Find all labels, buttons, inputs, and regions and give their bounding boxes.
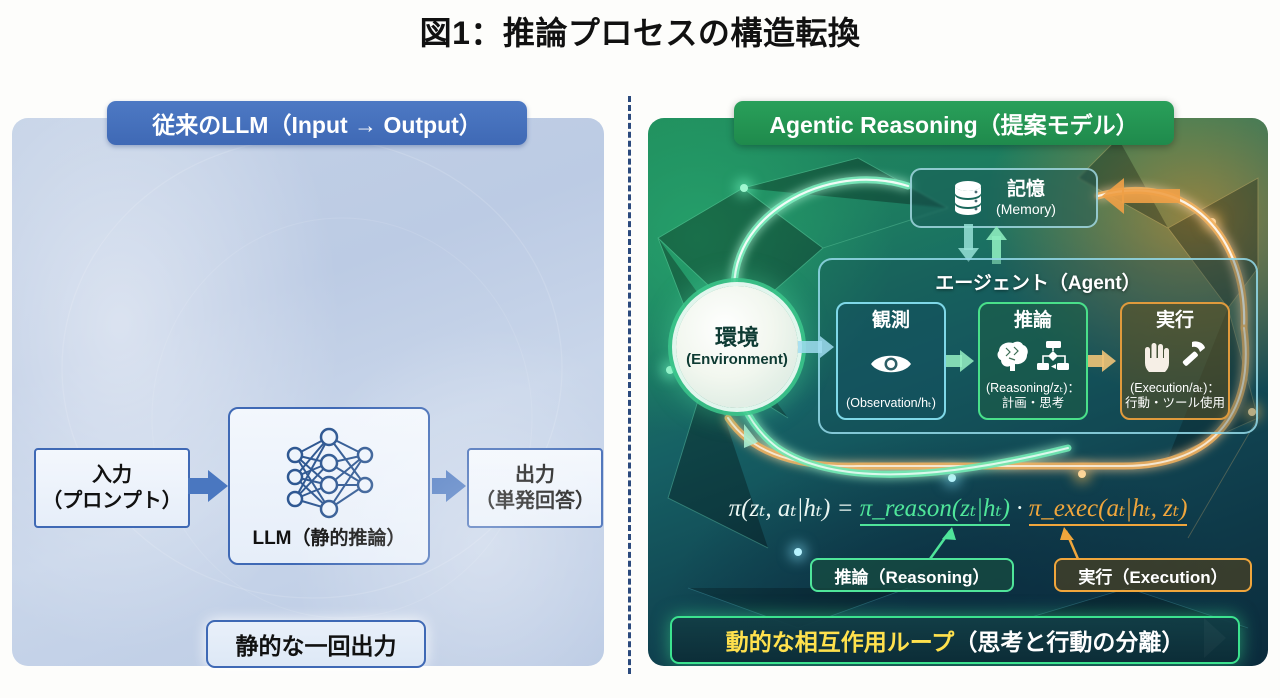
glow-node <box>1248 408 1256 416</box>
output-box: 出力 （単発回答） <box>467 448 603 528</box>
step-reasoning: 推論 <box>978 302 1088 420</box>
formula-dot: · <box>1016 495 1023 522</box>
output-label-line2: （単発回答） <box>475 490 595 512</box>
glow-node <box>1078 470 1086 478</box>
memory-label: 記憶 (Memory) <box>996 179 1056 217</box>
agent-container: エージェント（Agent） 観測 (Observation/hₜ) 推論 <box>818 258 1258 434</box>
brain-icon <box>997 341 1028 372</box>
glow-node <box>740 184 748 192</box>
agent-title: エージェント（Agent） <box>935 273 1141 294</box>
formula-callout-arrows <box>928 527 1080 560</box>
step-reasoning-caption: (Reasoning/zₜ)： 計画・思考 <box>986 381 1080 418</box>
tag-reasoning: 推論（Reasoning） <box>810 558 1014 592</box>
formula-reason-term: π_reason(zₜ|hₜ) <box>859 495 1010 526</box>
arrow-to-memory-orange <box>1102 178 1180 214</box>
hand-icon <box>1145 343 1169 373</box>
formula-exec-term: π_exec(aₜ|hₜ, zₜ) <box>1028 495 1188 526</box>
step-observation: 観測 (Observation/hₜ) <box>836 302 946 420</box>
panel-divider <box>628 96 631 674</box>
step-observation-caption: (Observation/hₜ) <box>846 396 936 411</box>
environment-label-jp: 環境 <box>714 325 759 351</box>
memory-box: 記憶 (Memory) <box>910 168 1098 228</box>
neural-network-icon <box>286 427 374 519</box>
step-reasoning-caption-en: (Reasoning/zₜ)： <box>985 380 1080 395</box>
banner-highlight: 動的な相互作用ループ <box>725 629 955 655</box>
environment-node: 環境 (Environment) <box>676 286 798 408</box>
step-execution-icons <box>1142 332 1208 381</box>
database-icon <box>955 181 982 215</box>
memory-label-jp: 記憶 <box>1006 179 1045 201</box>
right-panel-title-badge: Agentic Reasoning（提案モデル） <box>734 101 1174 145</box>
hammer-icon <box>1182 341 1205 367</box>
left-panel-texture <box>61 137 563 619</box>
left-panel-traditional-llm: 入力 （プロンプト） <box>12 118 604 666</box>
banner-rest: （思考と行動の分離） <box>954 629 1185 655</box>
glow-node <box>948 474 956 482</box>
step-execution-title: 実行 <box>1155 310 1194 331</box>
tag-execution: 実行（Execution） <box>1054 558 1252 592</box>
step-reasoning-caption-jp: 計画・思考 <box>1001 396 1065 411</box>
glow-node <box>666 366 674 374</box>
input-box: 入力 （プロンプト） <box>34 448 190 528</box>
step-reasoning-icons <box>996 332 1070 381</box>
loop-arrowhead <box>744 424 758 448</box>
llm-box: LLM（静的推論） <box>228 407 430 565</box>
left-panel-summary-badge: 静的な一回出力 <box>206 620 426 668</box>
memory-label-en: (Memory) <box>996 200 1056 217</box>
formula-lhs: π(zₜ, aₜ|hₜ) = <box>728 495 854 522</box>
environment-label-en: (Environment) <box>686 350 788 368</box>
step-execution-caption: (Execution/aₜ)： 行動・ツール使用 <box>1125 381 1225 418</box>
llm-caption: LLM（静的推論） <box>252 528 406 549</box>
output-label-line1: 出力 <box>515 464 555 486</box>
figure-title: 図1：推論プロセスの構造転換 <box>419 15 861 51</box>
step-observation-title: 観測 <box>871 310 910 331</box>
glow-node <box>794 548 802 556</box>
policy-formula: π(zₜ, aₜ|hₜ) = π_reason(zₜ|hₜ) · π_exec(… <box>648 493 1268 526</box>
flowchart-icon <box>1037 341 1069 371</box>
step-execution-caption-en: (Execution/aₜ)： <box>1130 380 1220 395</box>
input-label-line1: 入力 <box>92 464 132 486</box>
eye-icon <box>871 355 911 373</box>
step-execution: 実行 <box>1120 302 1230 420</box>
left-panel-title-badge: 従来のLLM（Input → Output） <box>107 101 527 145</box>
step-observation-icons <box>868 332 914 397</box>
right-panel-agentic-reasoning: 記憶 (Memory) 環境 (Environment) エージェント（Agen… <box>648 118 1268 666</box>
step-execution-caption-jp: 行動・ツール使用 <box>1124 396 1225 411</box>
right-panel-summary-banner: 動的な相互作用ループ （思考と行動の分離） <box>670 616 1240 664</box>
input-label-line2: （プロンプト） <box>42 490 182 512</box>
memory-bidirectional-arrows <box>958 224 1007 264</box>
step-reasoning-title: 推論 <box>1013 310 1052 331</box>
